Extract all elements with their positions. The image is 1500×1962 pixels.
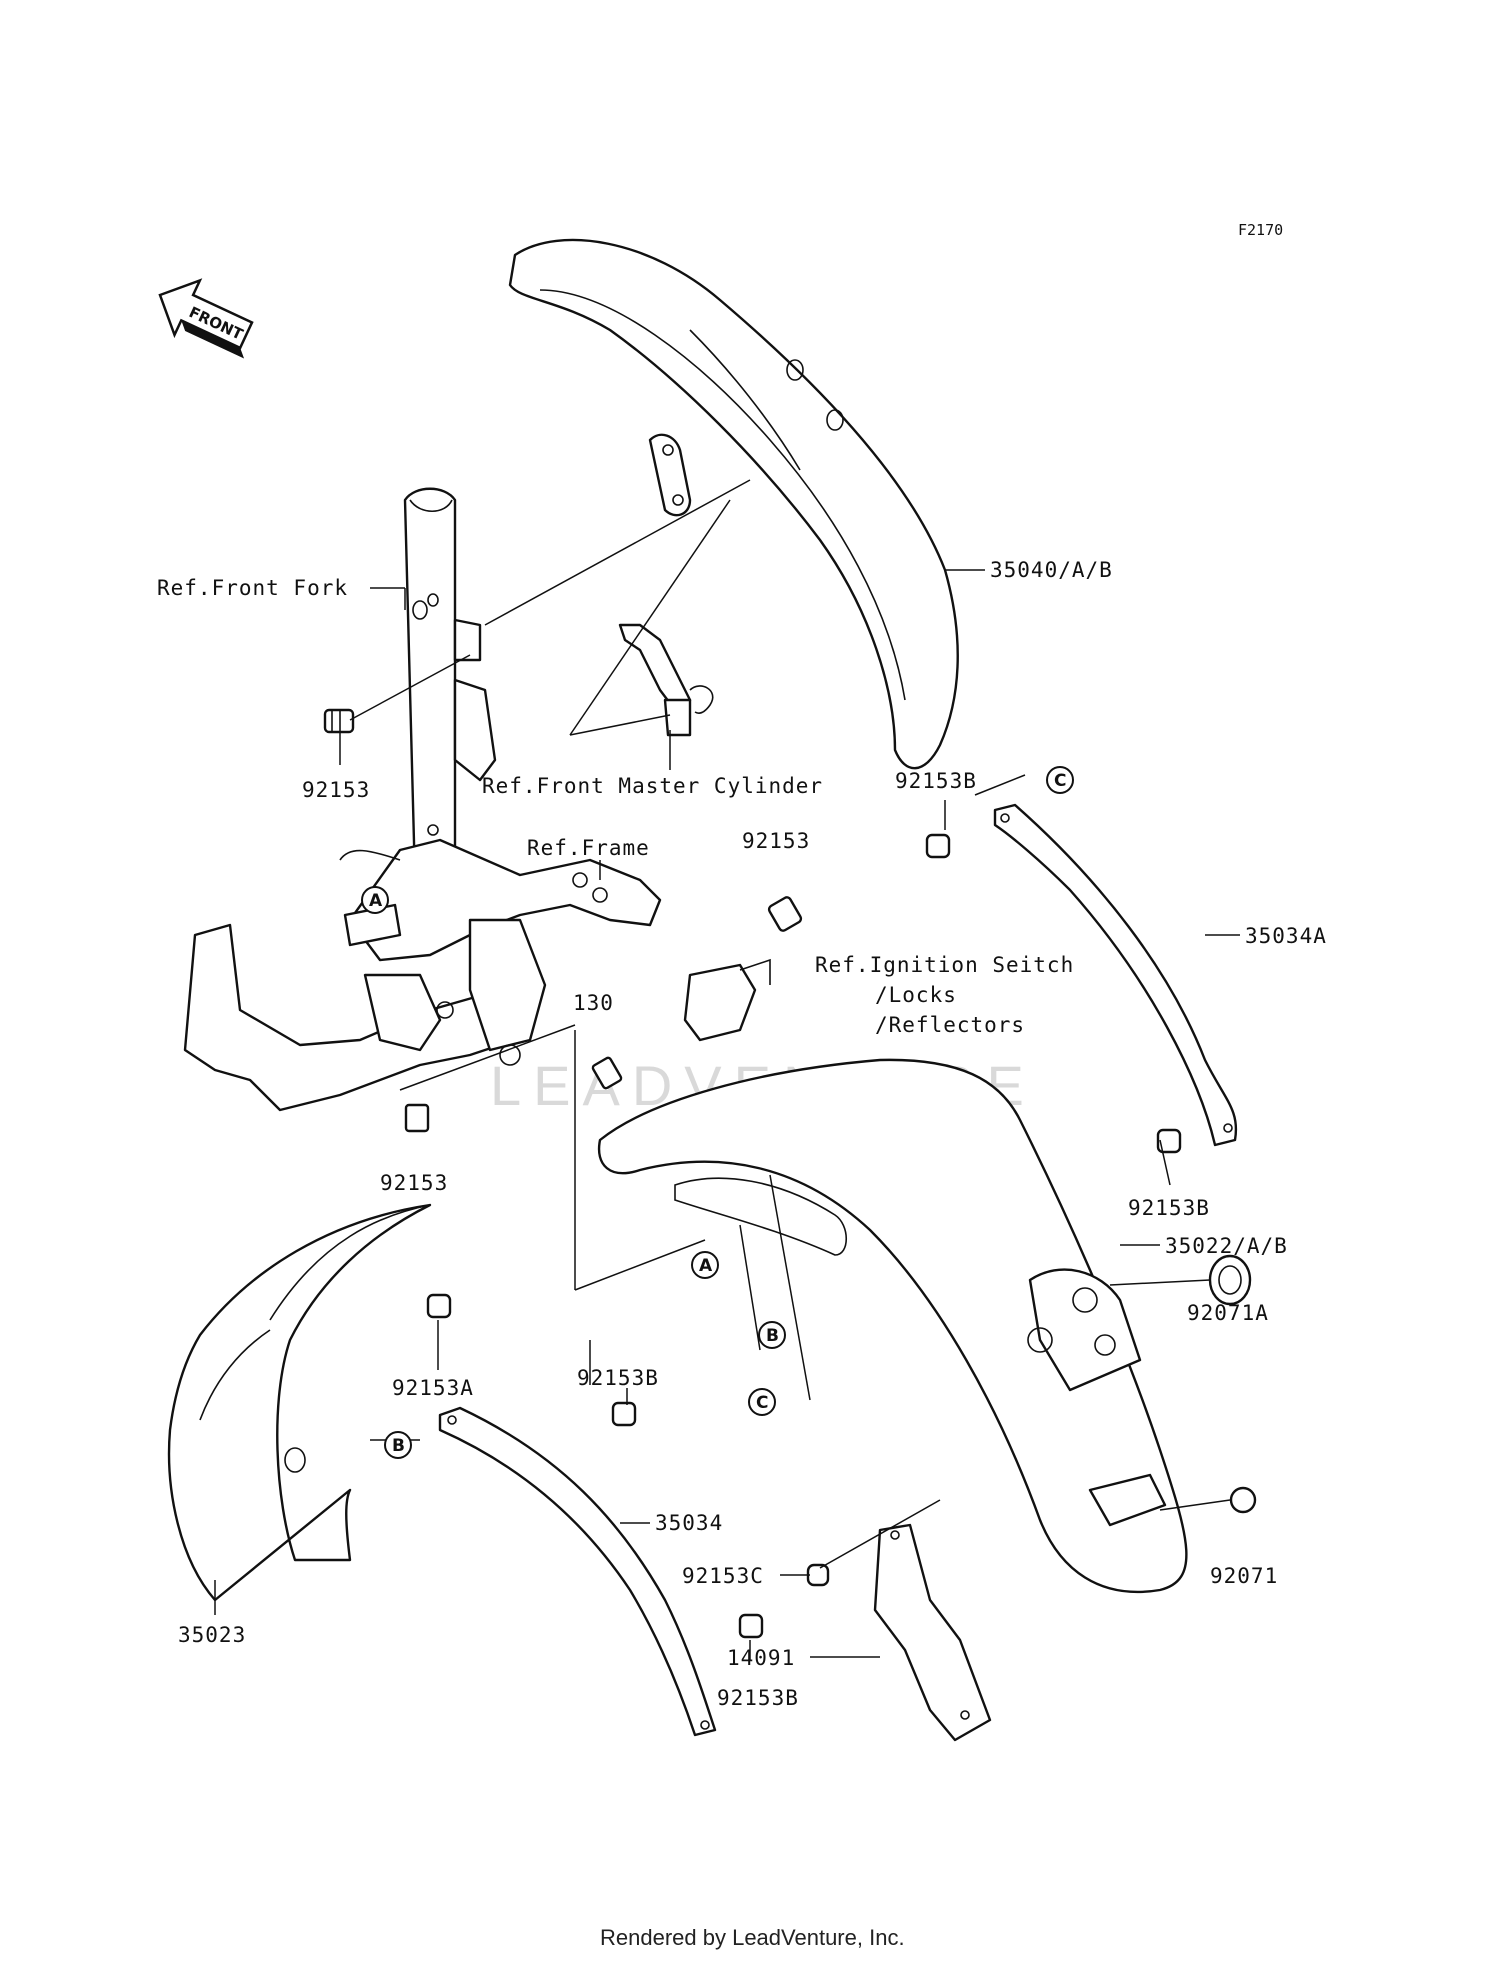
label-130: 130 bbox=[573, 991, 614, 1015]
nut-92153B-bottom bbox=[738, 1613, 764, 1639]
label-92153C: 92153C bbox=[682, 1564, 764, 1588]
label-92153-fork: 92153 bbox=[302, 778, 370, 802]
label-ref-ignition-1: Ref.Ignition Seitch bbox=[815, 953, 1074, 977]
front-fork bbox=[403, 487, 497, 897]
bolt-130 bbox=[591, 1056, 623, 1090]
rear-fender-35022 bbox=[597, 1058, 1188, 1594]
callout-a-fender: A bbox=[691, 1251, 719, 1279]
fender-stay-35034A bbox=[993, 803, 1238, 1147]
diagram-code: F2170 bbox=[1238, 221, 1283, 239]
grommet-92071A bbox=[1208, 1254, 1252, 1306]
nut-92153A bbox=[426, 1293, 452, 1319]
callout-b-stay-text: B bbox=[392, 1436, 405, 1456]
label-ref-ignition-2: /Locks bbox=[875, 983, 957, 1007]
callout-b-stay: B bbox=[384, 1431, 412, 1459]
callout-c-stay-text: C bbox=[1054, 771, 1066, 791]
nut-92153B-right bbox=[1156, 1128, 1182, 1154]
fender-stay-35034 bbox=[438, 1406, 717, 1737]
label-ref-ignition-3: /Reflectors bbox=[875, 1013, 1025, 1037]
front-fender-35040 bbox=[508, 238, 959, 770]
label-92153A: 92153A bbox=[392, 1376, 474, 1400]
bolt-92153-frame-lower bbox=[404, 1103, 430, 1133]
label-92071A: 92071A bbox=[1187, 1301, 1269, 1325]
label-ref-frame: Ref.Frame bbox=[527, 836, 650, 860]
callout-a-frame: A bbox=[361, 886, 389, 914]
callout-b-fender: B bbox=[758, 1321, 786, 1349]
grommet-92071 bbox=[1229, 1486, 1257, 1514]
callout-c-fender: C bbox=[748, 1388, 776, 1416]
callout-c-fender-text: C bbox=[756, 1393, 768, 1413]
label-14091: 14091 bbox=[727, 1646, 795, 1670]
label-92153-frame-lower: 92153 bbox=[380, 1171, 448, 1195]
label-92153B-top: 92153B bbox=[895, 769, 977, 793]
nut-92153C bbox=[806, 1563, 830, 1587]
label-92071: 92071 bbox=[1210, 1564, 1278, 1588]
front-direction-arrow: FRONT bbox=[158, 278, 254, 359]
label-92153B-bottom: 92153B bbox=[717, 1686, 799, 1710]
callout-a-frame-text: A bbox=[369, 891, 383, 911]
leader-lines bbox=[214, 479, 1240, 1660]
label-ref-front-master-cylinder: Ref.Front Master Cylinder bbox=[482, 774, 823, 798]
ignition-bracket bbox=[683, 958, 771, 1042]
inner-fender-35023 bbox=[167, 1203, 432, 1602]
mud-flap-14091 bbox=[873, 1523, 992, 1742]
master-cylinder-bracket bbox=[618, 623, 714, 737]
callout-c-stay: C bbox=[1046, 766, 1074, 794]
label-35022: 35022/A/B bbox=[1165, 1234, 1288, 1258]
label-92153B-middle: 92153B bbox=[577, 1366, 659, 1390]
label-35023: 35023 bbox=[178, 1623, 246, 1647]
label-35034A: 35034A bbox=[1245, 924, 1327, 948]
label-35034: 35034 bbox=[655, 1511, 723, 1535]
label-ref-front-fork: Ref.Front Fork bbox=[157, 576, 348, 600]
bolt-92153-frame-top bbox=[767, 896, 803, 932]
footer-credit: Rendered by LeadVenture, Inc. bbox=[600, 1925, 905, 1950]
nut-92153B-top bbox=[925, 833, 951, 859]
label-35040: 35040/A/B bbox=[990, 558, 1113, 582]
label-92153-frame-top: 92153 bbox=[742, 829, 810, 853]
callout-b-fender-text: B bbox=[766, 1326, 779, 1346]
frame bbox=[183, 838, 662, 1112]
label-92153B-right: 92153B bbox=[1128, 1196, 1210, 1220]
callout-a-fender-text: A bbox=[699, 1256, 713, 1276]
bolt-92153-fork bbox=[323, 708, 355, 734]
nut-92153B-middle bbox=[611, 1401, 637, 1427]
